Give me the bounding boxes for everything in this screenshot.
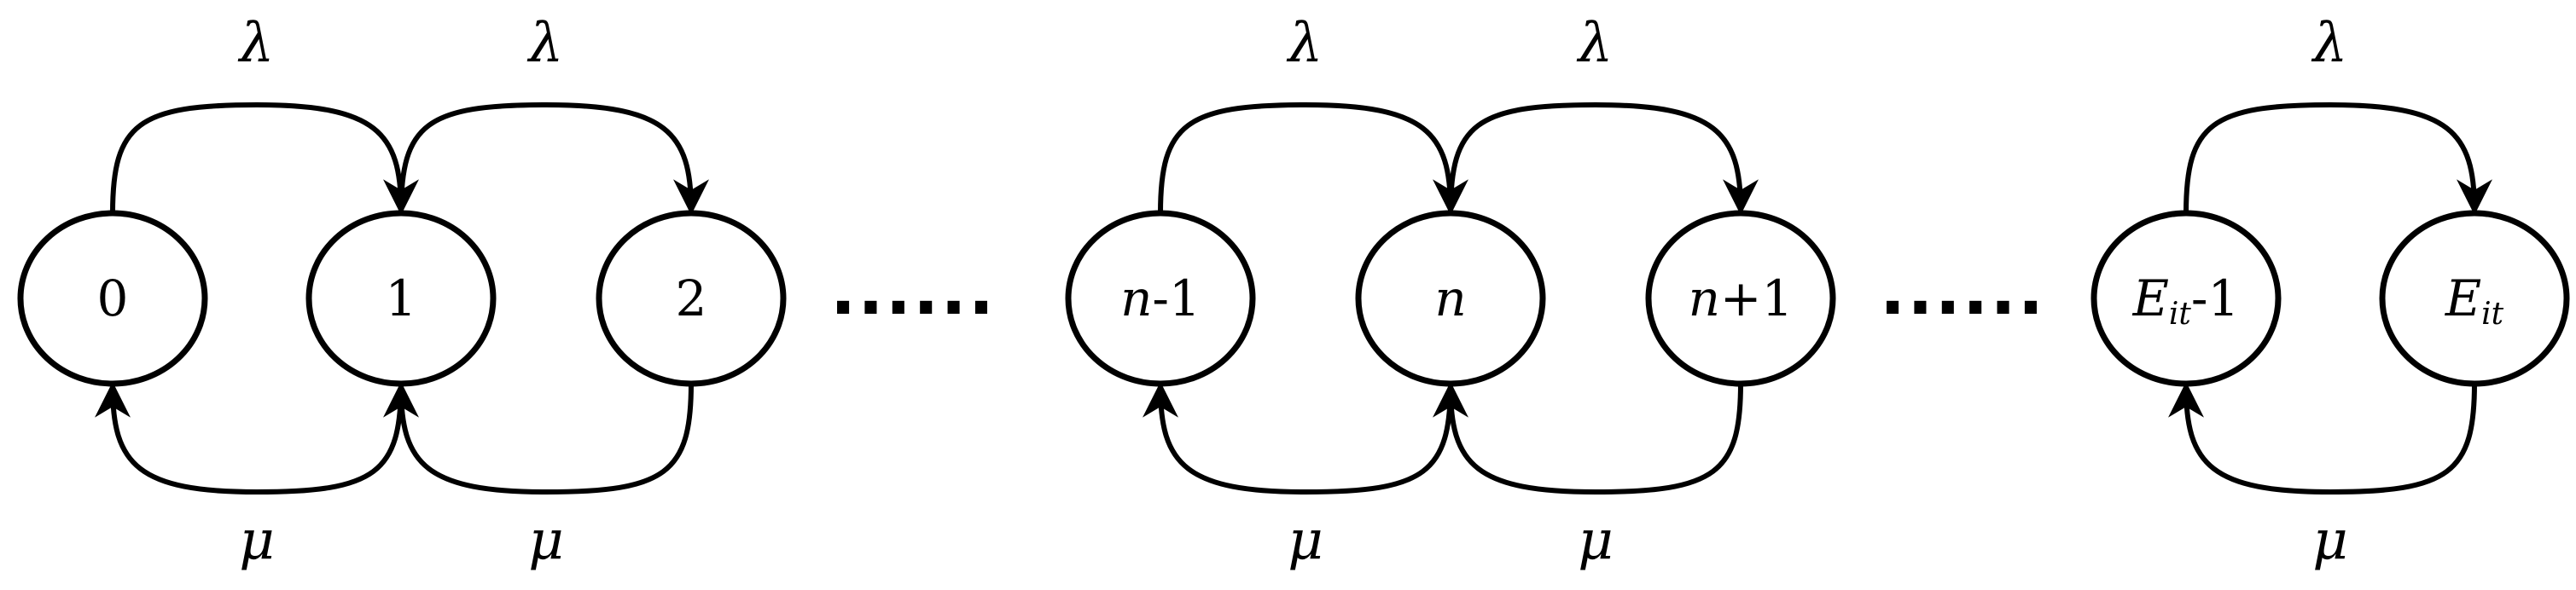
state-n-minus-1: n-1 <box>1065 210 1256 387</box>
state-n-plus-1: n+1 <box>1645 210 1836 387</box>
service-rate-label: μ <box>528 509 564 572</box>
state-2: 2 <box>596 210 787 387</box>
state-circle <box>1065 210 1256 387</box>
ellipsis-left: ...... <box>830 251 996 330</box>
state-label: n <box>1434 269 1466 327</box>
state-circle <box>2090 210 2282 387</box>
service-rate-label: μ <box>1288 509 1323 572</box>
service-transition-arrow <box>2168 381 2477 495</box>
service-transition-arrow <box>383 381 694 495</box>
arrival-transition-arrow <box>110 101 419 216</box>
state-label: 2 <box>676 269 707 327</box>
state-1: 1 <box>305 210 497 387</box>
state-circle <box>1645 210 1836 387</box>
arrival-rate-label: λ <box>237 12 275 75</box>
arrival-transition-arrow <box>398 101 709 216</box>
service-transition-arrow <box>95 381 404 495</box>
arrival-transition-arrow <box>2183 101 2492 216</box>
service-rate-label: μ <box>239 509 275 572</box>
arrival-rate-label: λ <box>526 12 564 75</box>
arrival-transition-arrow <box>1448 101 1759 216</box>
state-label: 1 <box>386 269 417 327</box>
state-n: n <box>1355 210 1546 387</box>
arrival-transition-arrow <box>1158 101 1468 216</box>
state-circle <box>17 210 208 387</box>
state-0: 0 <box>17 210 208 387</box>
state-label: n-1 <box>1120 269 1201 327</box>
state-e-it: Eit <box>2379 210 2570 387</box>
state-label: Eit-1 <box>2132 269 2240 332</box>
state-e-it-minus-1: Eit-1 <box>2090 210 2282 387</box>
state-label: n+1 <box>1689 269 1794 327</box>
arrival-rate-label: λ <box>1286 12 1323 75</box>
state-circle <box>305 210 497 387</box>
state-label: Eit <box>2445 269 2504 332</box>
arrival-rate-label: λ <box>1576 12 1614 75</box>
state-label: 0 <box>97 269 129 327</box>
arrival-rate-label: λ <box>2311 12 2348 75</box>
state-circle <box>2379 210 2570 387</box>
service-transition-arrow <box>1143 381 1453 495</box>
ellipsis-right: ...... <box>1880 251 2045 330</box>
service-rate-label: μ <box>2312 509 2348 572</box>
service-transition-arrow <box>1433 381 1743 495</box>
state-circle <box>596 210 787 387</box>
service-rate-label: μ <box>1578 509 1614 572</box>
state-circle <box>1355 210 1546 387</box>
